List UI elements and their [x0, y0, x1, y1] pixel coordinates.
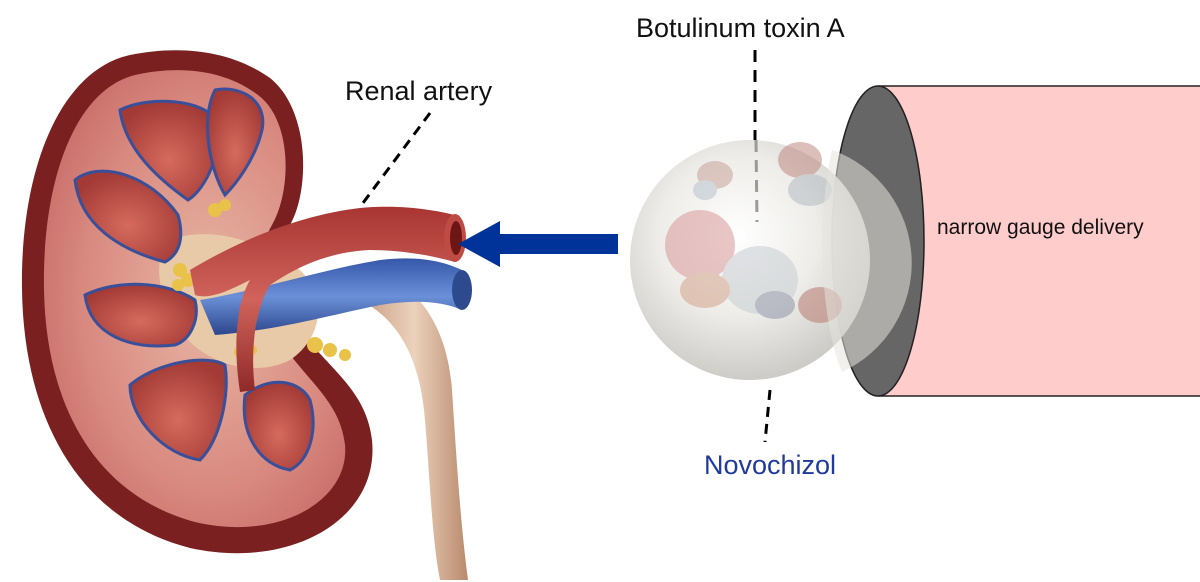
- renal-artery-label: Renal artery: [345, 76, 493, 106]
- kidney-illustration: [21, 50, 472, 580]
- novochizol-label: Novochizol: [704, 450, 837, 480]
- renal-artery: [190, 206, 455, 392]
- renal-pyramids: [73, 87, 315, 472]
- botulinum-pointer-inner: [754, 139, 759, 223]
- botulinum-toxin-label: Botulinum toxin A: [636, 13, 845, 43]
- sphere-overlap: [822, 150, 912, 372]
- ureter: [360, 280, 468, 580]
- delivery-arrow: [458, 221, 618, 267]
- renal-artery-lumen: [450, 221, 462, 255]
- toxin-proteins: [665, 142, 842, 323]
- renal-vein-opening: [452, 270, 472, 310]
- novochizol-pointer: [763, 389, 772, 443]
- renal-vein: [200, 258, 462, 335]
- narrow-gauge-delivery-label: narrow gauge delivery: [937, 216, 1144, 239]
- novochizol-sphere: [630, 140, 870, 380]
- renal-artery-pointer: [358, 112, 432, 208]
